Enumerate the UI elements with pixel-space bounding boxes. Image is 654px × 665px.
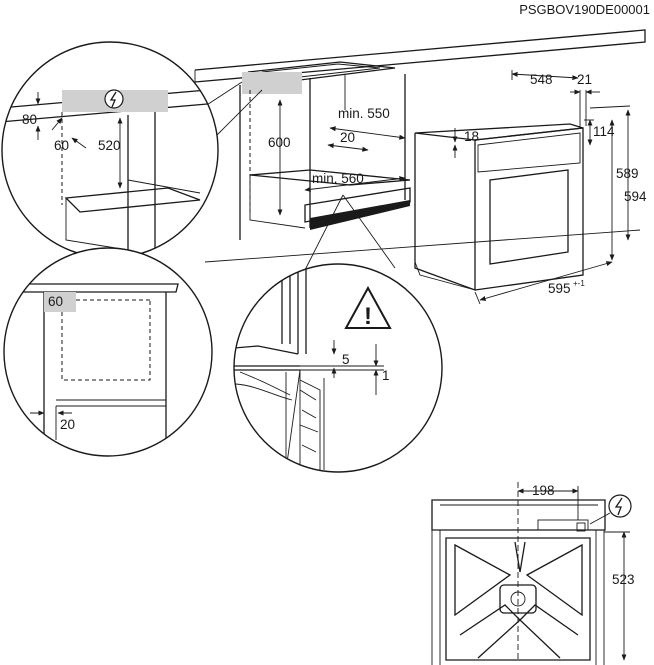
detail-circle-socket: 80 60 520 [1, 41, 263, 259]
dim-min-550: min. 550 [338, 106, 390, 121]
socket-area [242, 72, 302, 94]
oven-control-panel [477, 132, 581, 173]
dim-600: 600 [268, 135, 291, 150]
warning-triangle-icon: ! [344, 285, 392, 330]
dim-5: 5 [342, 352, 350, 367]
dim-589: 589 [616, 166, 639, 181]
dim-21: 21 [577, 72, 592, 87]
socket-area-side [44, 292, 76, 312]
electric-plug-icon-front [589, 494, 632, 525]
oven-view: 548 21 18 114 589 594 595 +-1 [414, 70, 647, 305]
dim-520: 520 [98, 138, 121, 153]
dim-595: 595 [548, 281, 571, 296]
detail-circle-gap: ! 5 1 [233, 194, 443, 473]
dim-595-tolerance: +-1 [573, 279, 585, 288]
oven-window [489, 169, 569, 265]
dim-1: 1 [382, 368, 390, 383]
warning-mark: ! [364, 303, 372, 330]
dim-60-socket: 60 [54, 138, 69, 153]
plinth-shadow [310, 200, 410, 230]
dim-548: 548 [530, 72, 553, 87]
dim-20-side: 20 [60, 417, 75, 432]
dim-18: 18 [464, 129, 479, 144]
detail-circle-side: 60 20 [3, 247, 213, 457]
dim-523: 523 [612, 572, 635, 587]
dim-594: 594 [624, 189, 647, 204]
dim-60-side: 60 [48, 294, 63, 309]
main-cabinet-view: 600 min. 550 20 min. 560 [194, 29, 646, 263]
dim-198: 198 [532, 483, 555, 498]
dim-20-depth: 20 [340, 130, 355, 145]
electric-plug-icon [104, 89, 124, 109]
dim-80: 80 [22, 112, 37, 127]
drawing-code: PSGBOV190DE00001 [519, 2, 650, 17]
front-view: 198 523 [431, 482, 635, 665]
